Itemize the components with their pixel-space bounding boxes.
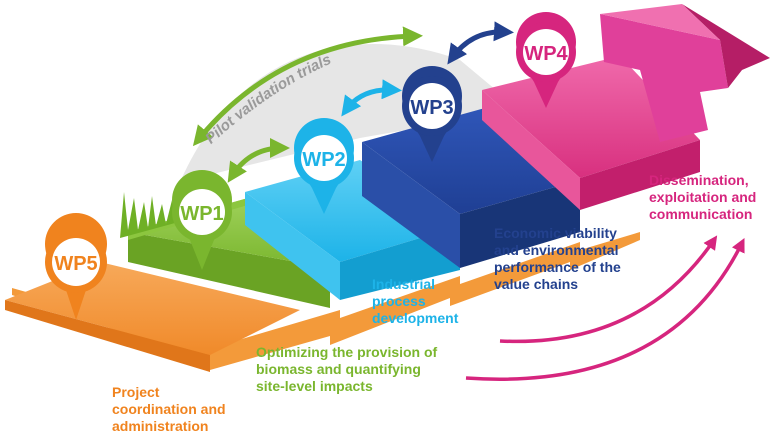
label-wp3-line: and environmental (494, 242, 619, 258)
label-wp5: Project coordination and administration (112, 384, 226, 435)
label-wp2-line: development (372, 310, 459, 326)
pin-wp4: WP4 (516, 12, 576, 108)
arrow-dissemination-wp1 (465, 237, 745, 381)
label-wp3-line: Economic viability (494, 225, 617, 241)
label-wp1-line: Optimizing the provision of (256, 344, 438, 360)
label-wp5-line: coordination and (112, 401, 226, 417)
label-wp3-line: value chains (494, 276, 579, 292)
pin-wp1: WP1 (172, 170, 232, 270)
arrow-wp2-wp3 (341, 79, 402, 117)
label-wp5-line: Project (112, 384, 160, 400)
label-wp4-line: Dissemination, (649, 172, 749, 188)
arrow-wp1-wp3-pilot (192, 26, 423, 147)
arrow-dissemination-wp2 (499, 235, 718, 344)
label-wp1: Optimizing the provision of biomass and … (256, 344, 437, 395)
label-wp1-line: site-level impacts (256, 378, 373, 394)
arrow-wp1-wp2 (227, 138, 290, 183)
label-wp4: Dissemination, exploitation and communic… (649, 172, 756, 223)
label-wp4-line: communication (649, 206, 753, 222)
pin-wp3: WP3 (402, 66, 462, 162)
wp3-badge-label: WP3 (410, 97, 453, 119)
pin-wp5: WP5 (44, 212, 107, 320)
wp1-badge-label: WP1 (180, 203, 223, 225)
label-wp3-line: performance of the (494, 259, 621, 275)
label-wp2-line: process (372, 293, 426, 309)
wp2-badge-label: WP2 (302, 149, 345, 171)
wp5-badge-label: WP5 (54, 253, 97, 275)
label-wp2-line: Industrial (372, 276, 436, 292)
pin-wp2: WP2 (294, 118, 354, 214)
label-wp1-line: biomass and quantifying (256, 361, 421, 377)
label-wp5-line: administration (112, 418, 209, 434)
arrow-wp3-wp4 (447, 21, 514, 65)
wp4-badge-label: WP4 (524, 43, 568, 65)
label-wp2: Industrial process development (372, 276, 458, 327)
label-wp4-line: exploitation and (649, 189, 757, 205)
label-wp3: Economic viability and environmental per… (494, 225, 621, 293)
